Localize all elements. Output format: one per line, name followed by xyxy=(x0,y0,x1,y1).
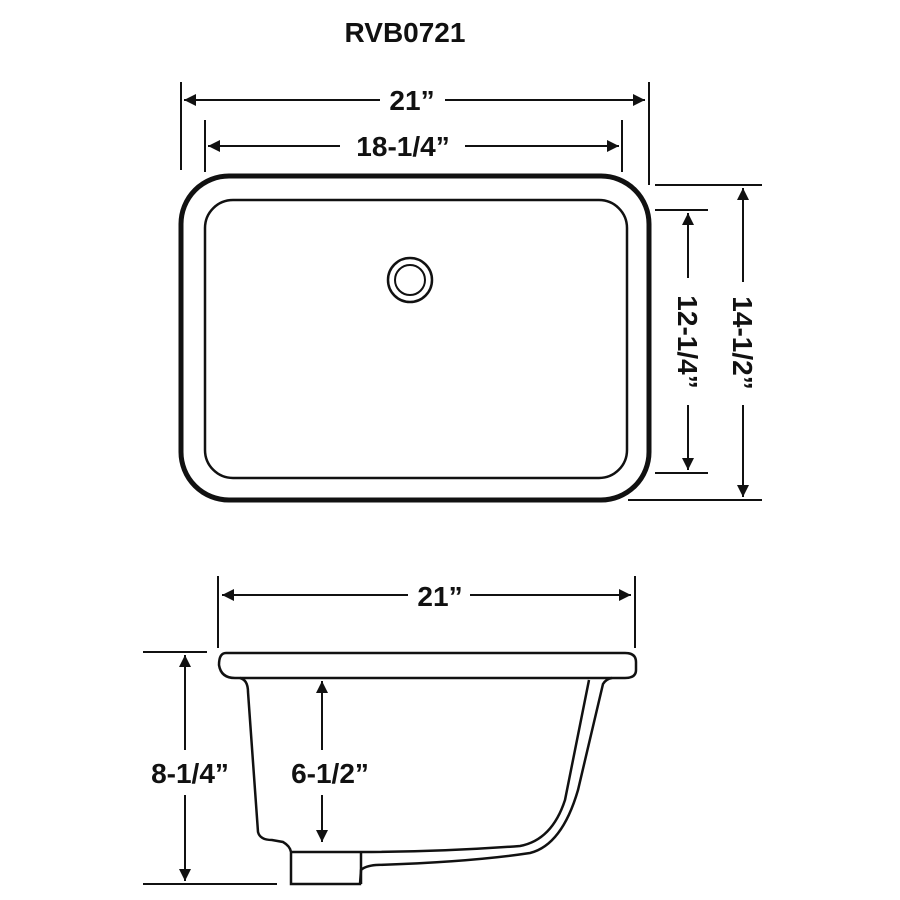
side-view: 21” 8-1/4” 6-1/2” xyxy=(143,576,638,886)
side-overall-width-label: 21” xyxy=(417,581,462,612)
bowl-depth-label: 12-1/4” xyxy=(672,295,703,388)
bowl-height-label: 6-1/2” xyxy=(291,758,369,789)
overall-depth-label: 14-1/2” xyxy=(727,296,758,389)
sink-rim-profile xyxy=(217,651,638,680)
model-title: RVB0721 xyxy=(345,17,466,48)
sink-bowl-outline xyxy=(203,198,629,480)
drain-inner-icon xyxy=(394,264,426,296)
bowl-width-label: 18-1/4” xyxy=(356,131,449,162)
top-view: 21” 18-1/4” 12-1/4” 14-1/2” xyxy=(178,82,762,503)
drain-outer-icon xyxy=(386,256,434,304)
sink-bowl-profile xyxy=(239,676,613,886)
sink-inner-profile xyxy=(291,679,591,854)
top-overall-width-label: 21” xyxy=(389,85,434,116)
sink-outer-rim xyxy=(178,173,652,503)
overall-height-label: 8-1/4” xyxy=(151,758,229,789)
